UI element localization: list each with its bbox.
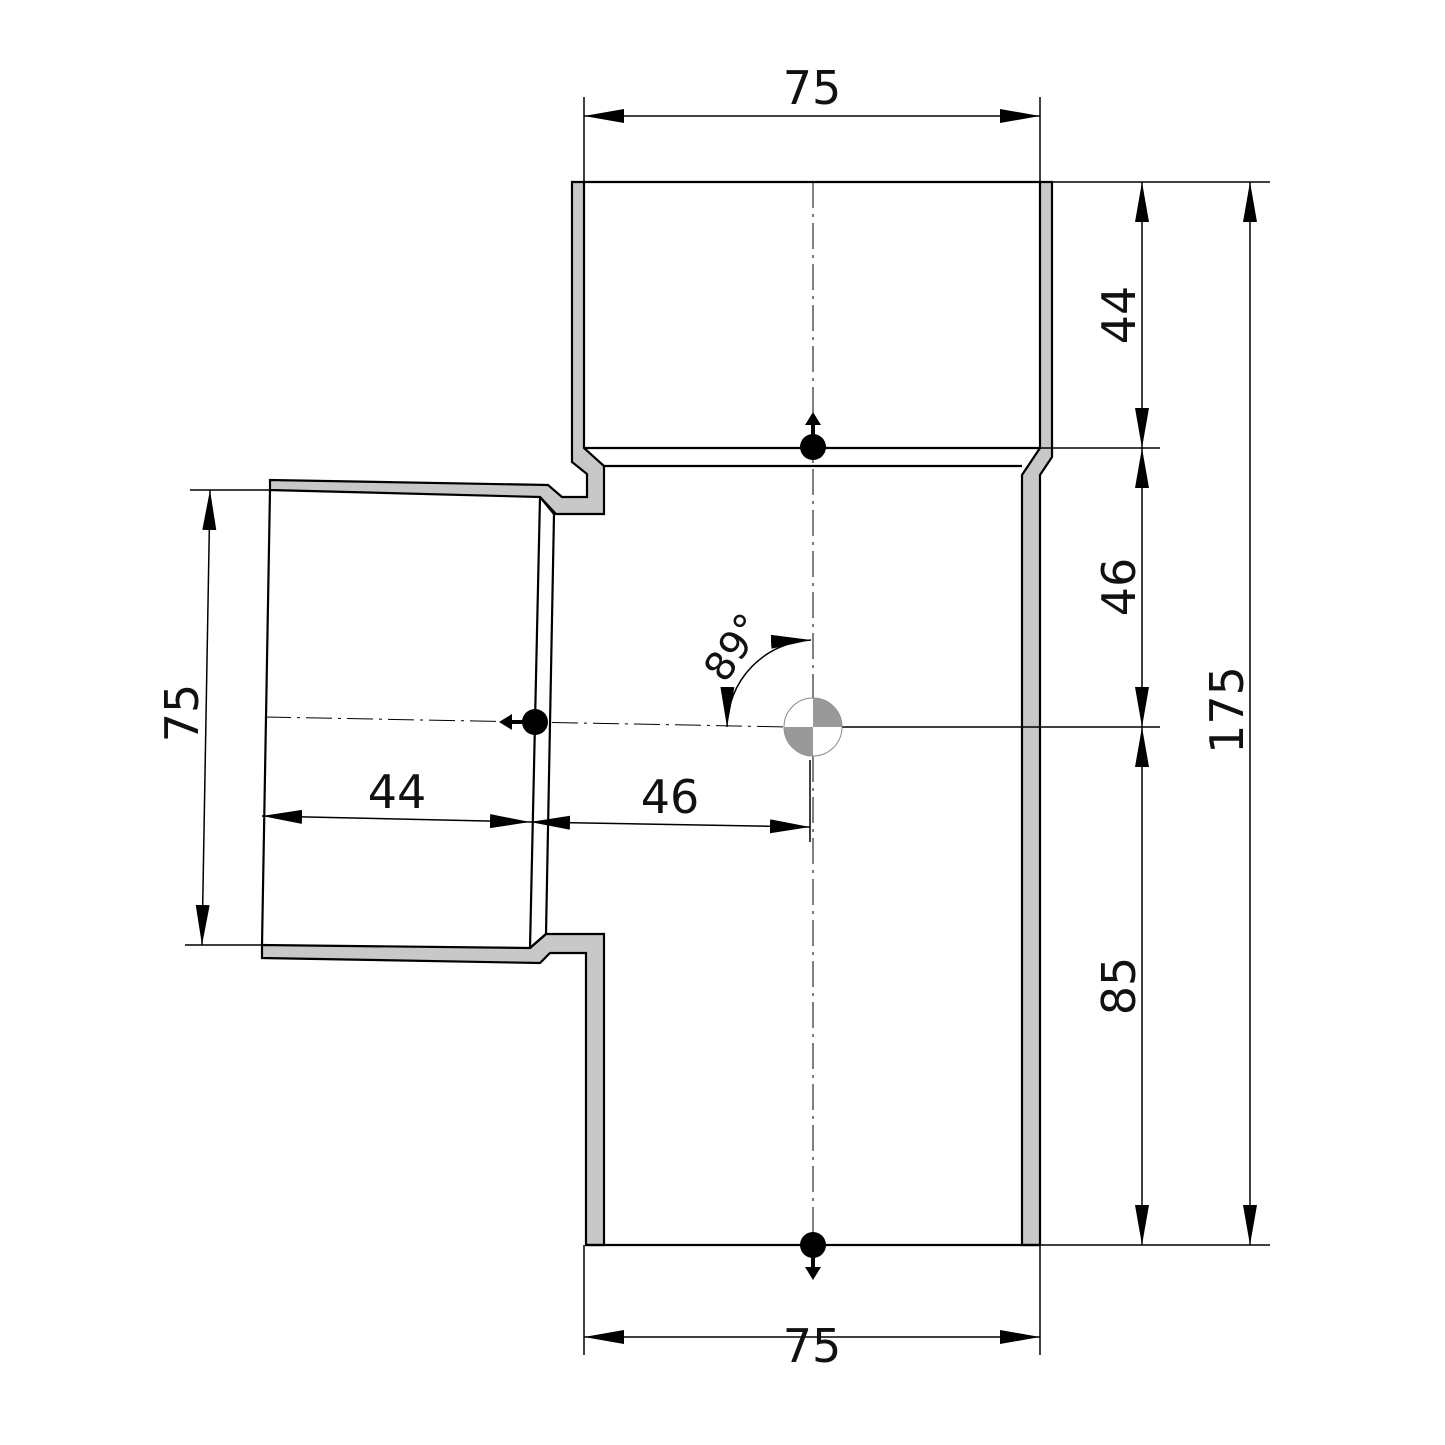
lower-left-wall [260, 932, 606, 1247]
right-wall [1020, 180, 1054, 1247]
pipe-body [260, 180, 1054, 1247]
flow-symbol-branch [499, 709, 548, 735]
dimension-lines [195, 109, 1257, 1344]
center-mark-symbol [783, 697, 843, 757]
dim-overall-height: 175 [1200, 666, 1254, 754]
flow-symbol-bottom [800, 1232, 826, 1280]
dim-right-mid: 46 [1092, 558, 1146, 617]
dim-right-lower: 85 [1092, 957, 1146, 1016]
dim-branch-angle: 89° [695, 605, 773, 690]
flow-symbol-top [800, 412, 826, 460]
dim-bottom-width: 75 [783, 1319, 842, 1373]
dim-top-width: 75 [783, 61, 842, 115]
dim-branch-socket-depth: 44 [368, 765, 427, 819]
dim-right-socket-depth: 44 [1092, 286, 1146, 345]
dimension-labels: 75 75 44 46 85 175 75 44 46 89° [155, 61, 1254, 1373]
dim-branch-to-axis: 46 [641, 770, 700, 824]
dim-branch-diameter: 75 [155, 684, 209, 743]
top-left-wall [268, 180, 606, 516]
